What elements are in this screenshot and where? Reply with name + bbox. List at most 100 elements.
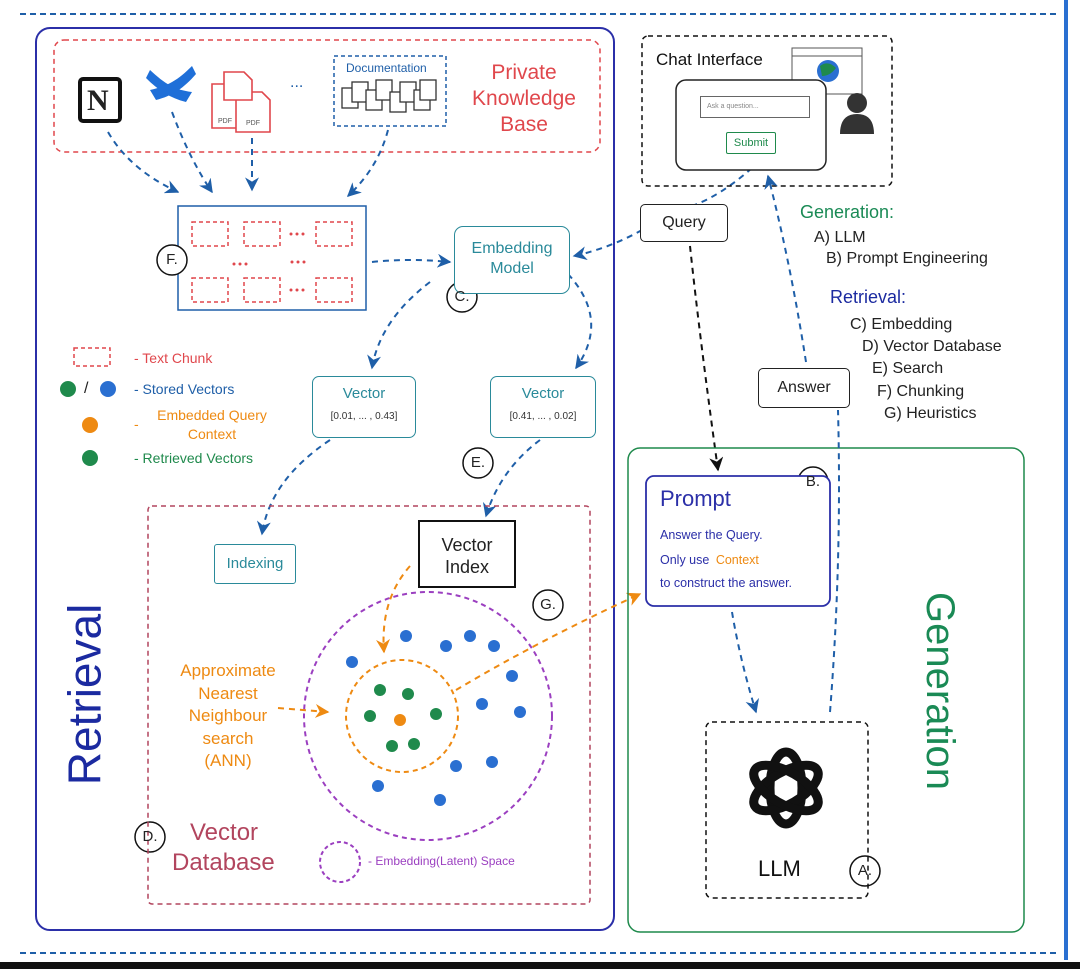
marker-d-circle <box>134 821 166 853</box>
stored-vector-dot <box>506 670 518 682</box>
glossary-ret-item: E) Search <box>872 360 944 377</box>
vector-box-2: Vector [0.41, ... , 0.02] <box>490 376 596 438</box>
retrieved-vector-dot <box>386 740 398 752</box>
text-chunk-rect <box>315 221 353 247</box>
vector-label: Vector <box>521 385 565 402</box>
arrow-query-to-embedding <box>572 229 643 261</box>
documentation-label: Documentation <box>346 61 427 75</box>
text-chunk-rect <box>315 277 353 303</box>
sources-ellipsis: ... <box>290 74 304 91</box>
glossary-gen-item: B) Prompt Engineering <box>826 250 988 267</box>
stored-vector-dot <box>464 630 476 642</box>
notion-icon <box>78 77 122 123</box>
glossary-ret-item: D) Vector Database <box>862 338 1002 355</box>
knowledge-base-box <box>53 39 601 153</box>
vector-database-box <box>147 505 591 905</box>
arrow-confluence-to-chunks <box>171 111 213 194</box>
ann-label-line: Nearest <box>198 683 258 703</box>
legend-embedded-query-line: Embedded Query <box>157 407 267 423</box>
documentation-box <box>333 55 447 127</box>
stored-vector-dot <box>476 698 488 710</box>
text-chunk-rect <box>243 221 281 247</box>
retrieval-section-title: Retrieval <box>58 603 111 786</box>
legend-orange-dot <box>82 417 98 433</box>
arrow-notion-to-chunks <box>107 131 180 194</box>
query-vector-dot <box>394 714 406 726</box>
stored-vector-dot <box>400 630 412 642</box>
marker-a-circle <box>849 855 881 887</box>
pdf-label: PDF <box>246 120 260 127</box>
knowledge-base-title-line: Base <box>500 113 548 136</box>
stored-vector-dot <box>488 640 500 652</box>
embedding-model-box: Embedding Model <box>454 226 570 294</box>
text-chunk-rect <box>191 277 229 303</box>
marker-b: B. <box>805 473 821 490</box>
glossary-gen-item: A) LLM <box>814 229 866 246</box>
arrow-submit-to-query <box>691 167 753 207</box>
glossary-generation-heading: Generation: <box>800 202 895 222</box>
legend-embedded-query: Embedded Query Context <box>142 406 282 444</box>
arrow-ann-to-prompt <box>455 592 642 691</box>
chat-panel <box>675 79 827 171</box>
user-icon <box>840 93 874 134</box>
submit-button[interactable]: Submit <box>726 132 776 154</box>
vector-database-label: Vector Database <box>172 818 275 878</box>
answer-box: Answer <box>758 368 850 408</box>
ann-label: Approximate Nearest Neighbour search (AN… <box>160 660 296 773</box>
arrow-prompt-to-llm <box>731 611 759 714</box>
legend-green-dot <box>60 381 76 397</box>
arrow-embedding-to-vector1 <box>367 281 431 370</box>
glossary-ret-item: F) Chunking <box>877 383 965 400</box>
prompt-line-3: to construct the answer. <box>660 576 793 590</box>
chat-interface-title: Chat Interface <box>656 50 763 69</box>
stored-vector-dot <box>440 640 452 652</box>
embedding-model-line: Model <box>490 260 534 277</box>
llm-label: LLM <box>758 856 801 881</box>
retrieved-vector-dot <box>408 738 420 750</box>
dots-layer <box>346 630 526 806</box>
arrow-vector1-to-indexing <box>256 439 331 536</box>
glossary-ret-item: G) Heuristics <box>884 405 977 422</box>
glossary-retrieval-heading: Retrieval: <box>830 287 907 307</box>
ann-label-line: (ANN) <box>204 751 252 770</box>
stored-vector-dot <box>514 706 526 718</box>
indexing-box: Indexing <box>214 544 296 584</box>
pdf-label: PDF <box>218 118 232 125</box>
prompt-title: Prompt <box>660 486 731 511</box>
arrow-index-to-ann <box>376 565 411 654</box>
legend-slash: / <box>84 380 89 397</box>
vector-values: [0.41, ... , 0.02] <box>509 411 577 422</box>
stored-vector-dot <box>346 656 358 668</box>
marker-f: F. <box>166 251 178 268</box>
legend-text-chunk-swatch <box>73 347 111 367</box>
legend-embedded-query-line: Context <box>187 426 237 442</box>
openai-logo-icon <box>749 747 823 829</box>
retrieved-vector-dot <box>430 708 442 720</box>
knowledge-base-title: Private Knowledge Base <box>462 60 586 138</box>
legend-retrieved-vectors: - Retrieved Vectors <box>134 450 254 466</box>
legend-dash: - <box>134 416 139 432</box>
stored-vector-dot <box>434 794 446 806</box>
marker-c: C. <box>454 288 470 305</box>
chat-question-input[interactable]: Ask a question... <box>700 96 810 118</box>
bottom-bar <box>0 962 1080 969</box>
marker-f-circle <box>156 244 188 276</box>
knowledge-base-title-line: Private <box>491 61 557 84</box>
retrieved-vector-dot <box>374 684 386 696</box>
legend-blue-dot <box>100 381 116 397</box>
arrow-chunks-to-embedding <box>371 253 452 268</box>
prompt-line-1: Answer the Query. <box>660 528 763 542</box>
stored-vector-dot <box>372 780 384 792</box>
legend-stored-vectors: - Stored Vectors <box>134 381 235 397</box>
vector-index-line: Vector <box>441 535 493 555</box>
vector-index-line: Index <box>444 557 490 577</box>
vector-label: Vector <box>342 385 386 402</box>
embedding-space-circle <box>303 591 553 841</box>
legend-space-swatch <box>319 841 361 883</box>
legend-embedding-space: - Embedding(Latent) Space <box>368 854 515 868</box>
vector-box-1: Vector [0.01, ... , 0.43] <box>312 376 416 438</box>
prompt-box <box>645 475 831 607</box>
arrow-docs-to-chunks <box>346 129 389 197</box>
marker-d: D. <box>142 828 158 845</box>
